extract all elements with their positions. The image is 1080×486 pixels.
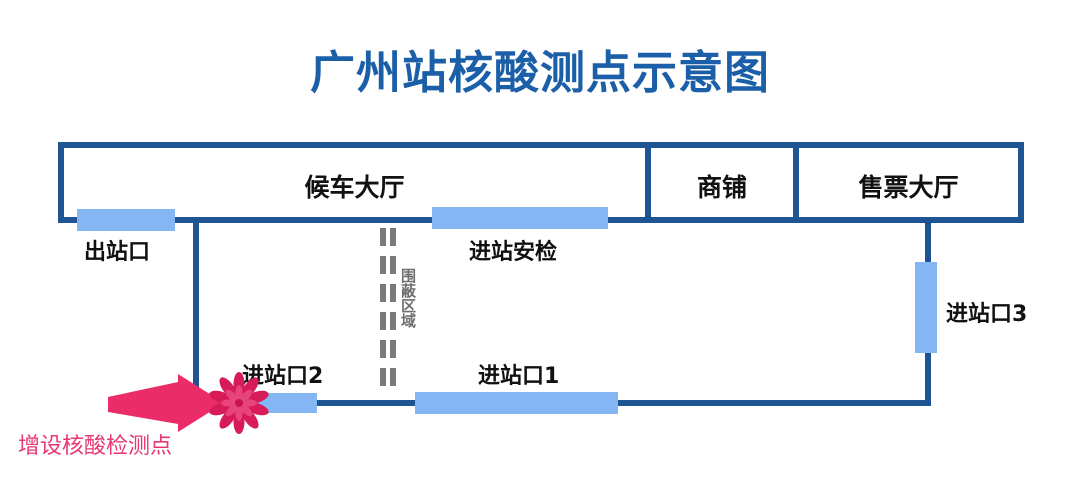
- gate-label-entrance-2: 进站口2: [242, 364, 324, 389]
- room-label-shop: 商铺: [696, 173, 747, 202]
- building-right-edge: [1018, 142, 1024, 223]
- gate-label-security-check: 进站安检: [469, 240, 558, 265]
- room-divider-2: [793, 142, 799, 223]
- room-label-ticket-hall: 售票大厅: [858, 173, 959, 202]
- enclosure-label: 围蔽区域: [399, 268, 417, 328]
- gate-label-exit: 出站口: [84, 240, 151, 265]
- gate-bar-exit[interactable]: [77, 209, 175, 231]
- building-top-edge: [58, 142, 1024, 148]
- concourse-left-vertical: [193, 222, 199, 406]
- gate-bar-security-check[interactable]: [432, 207, 608, 229]
- room-divider-1: [645, 142, 651, 223]
- gate-bar-entrance-3[interactable]: [915, 262, 937, 353]
- gate-label-entrance-1: 进站口1: [478, 364, 560, 389]
- gate-bar-entrance-2[interactable]: [222, 393, 317, 413]
- gate-label-entrance-3: 进站口3: [946, 302, 1028, 327]
- gate-bar-entrance-1[interactable]: [415, 392, 618, 414]
- page-title: 广州站核酸测点示意图: [309, 46, 770, 99]
- annotation-label: 增设核酸检测点: [18, 434, 173, 459]
- building-left-edge: [58, 142, 64, 223]
- enclosure-dashed-line-right: [390, 228, 396, 398]
- room-label-waiting-hall: 候车大厅: [304, 173, 405, 202]
- enclosure-dashed-line-left: [380, 228, 386, 398]
